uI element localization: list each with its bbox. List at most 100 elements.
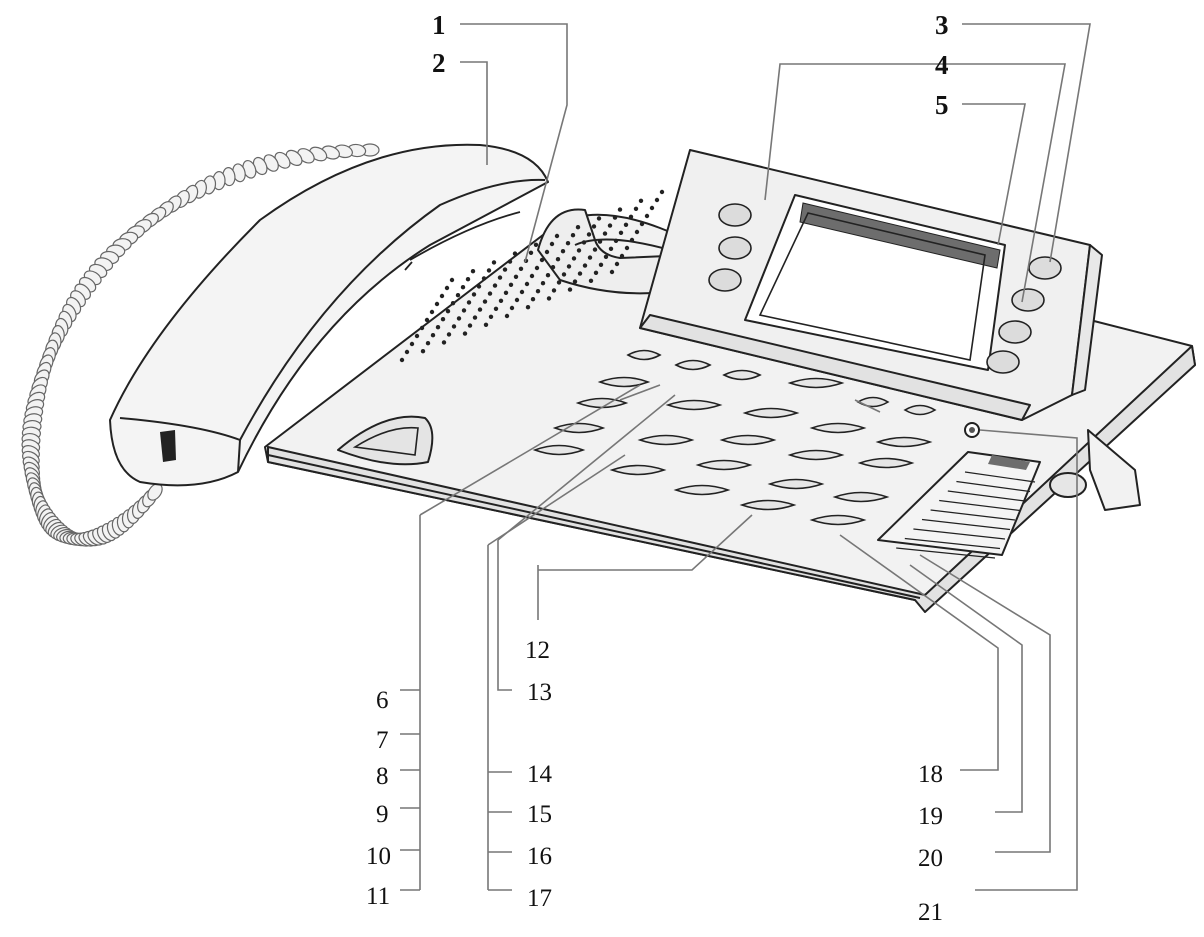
keypad-key (787, 449, 845, 461)
softkey (1011, 288, 1045, 312)
grille-hole (575, 225, 581, 230)
grille-hole (409, 341, 415, 347)
grille-hole (528, 250, 534, 255)
callouts-top: 1 2 3 4 5 (432, 10, 949, 120)
grille-hole (602, 231, 608, 236)
grille-hole (624, 245, 630, 251)
grille-hole (435, 325, 441, 330)
keypad-key (626, 349, 662, 361)
grille-hole (425, 341, 431, 346)
grille-hole (460, 285, 466, 290)
grille-hole (591, 224, 597, 229)
grille-hole (549, 241, 555, 247)
keypad-key (665, 399, 723, 411)
display-softkeys (708, 203, 1062, 374)
grille-hole (434, 301, 440, 307)
callout-8: 8 (376, 763, 389, 790)
keypad-key (857, 457, 915, 469)
callout-4: 4 (935, 50, 949, 80)
keypad-key (695, 459, 753, 471)
grille-hole (619, 253, 625, 259)
keypad-key (875, 436, 933, 448)
grille-hole (529, 273, 535, 279)
keypad-key (674, 359, 712, 371)
grille-hole (572, 279, 578, 284)
keypad-key (673, 484, 731, 496)
grille-hole (444, 285, 450, 291)
grille-hole (470, 269, 476, 274)
speaker-grille (399, 189, 665, 363)
callout-17: 17 (527, 885, 552, 912)
grille-hole (467, 323, 473, 328)
keypad-key (809, 422, 867, 434)
grille-hole (638, 198, 644, 203)
grille-hole (430, 333, 436, 338)
strip-line (930, 509, 1016, 521)
grille-hole (550, 265, 556, 270)
hook-key-icon (337, 415, 434, 466)
grille-hole (633, 206, 639, 211)
strip-line (964, 471, 1036, 483)
grille-hole (476, 284, 482, 289)
grille-hole (509, 305, 515, 311)
grille-hole (504, 313, 510, 319)
grille-hole (539, 257, 545, 263)
grille-hole (571, 256, 577, 261)
grille-hole (582, 263, 588, 268)
callout-7: 7 (376, 727, 389, 754)
grille-hole (472, 315, 478, 320)
grille-hole (404, 349, 410, 355)
grille-hole (414, 333, 420, 339)
grille-hole (455, 293, 461, 298)
softkey (986, 350, 1020, 374)
softkey (1028, 256, 1062, 280)
grille-hole (512, 251, 518, 256)
strip-line (939, 499, 1021, 512)
grille-hole (581, 240, 587, 245)
keypad-key (787, 377, 845, 389)
grille-hole (608, 246, 614, 251)
strip-line (913, 528, 1006, 540)
strip-line (904, 537, 1001, 550)
grille-hole (592, 247, 598, 252)
grille-hole (607, 223, 613, 228)
grille-hole (551, 288, 557, 293)
strip-line (921, 518, 1011, 531)
grille-hole (420, 349, 426, 354)
grille-hole (596, 216, 602, 221)
grille-hole (525, 305, 531, 310)
callout-18: 18 (918, 761, 943, 788)
callout-20: 20 (918, 845, 943, 872)
callout-2: 2 (432, 48, 446, 78)
grille-hole (481, 276, 487, 281)
grille-hole (587, 255, 593, 260)
grille-hole (535, 289, 541, 294)
grille-hole (445, 309, 451, 314)
grille-hole (576, 248, 582, 253)
callout-13: 13 (527, 679, 552, 706)
keypad-key (722, 369, 762, 381)
grille-hole (554, 233, 560, 239)
grille-hole (561, 272, 567, 277)
label-strip-icon (877, 451, 1041, 559)
grille-hole (456, 316, 462, 321)
grille-hole (491, 260, 497, 265)
grille-hole (451, 324, 457, 329)
callout-21: 21 (918, 899, 943, 926)
grille-hole (577, 271, 583, 276)
callouts-center: 12 13 14 15 16 17 (525, 637, 553, 912)
callouts-left: 6 7 8 9 10 11 (366, 687, 391, 910)
grille-hole (493, 306, 499, 311)
callout-16: 16 (527, 843, 552, 870)
grille-hole (634, 229, 640, 235)
grille-hole (449, 277, 455, 283)
keypad-key (742, 407, 800, 419)
leader-lines (400, 23, 1091, 891)
coiled-cord-icon (21, 143, 380, 547)
grille-hole (498, 298, 504, 303)
callout-9: 9 (376, 801, 389, 828)
grille-hole (546, 296, 552, 301)
keypad-keys-icon (532, 349, 937, 526)
